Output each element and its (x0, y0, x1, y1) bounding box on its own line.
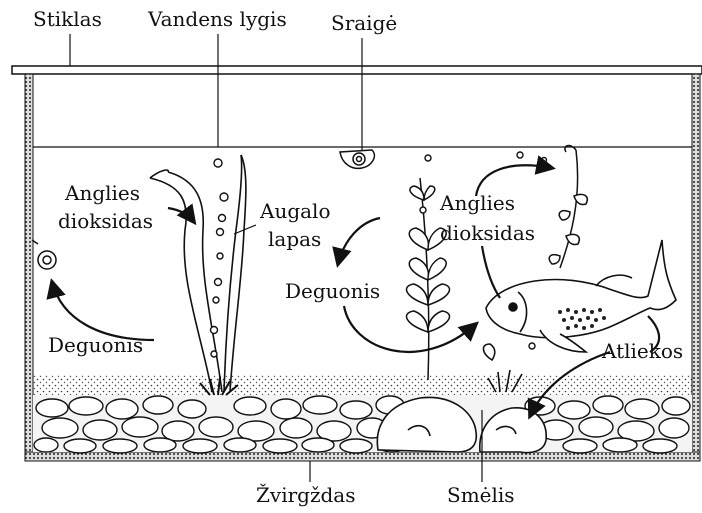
tall-grass-plant (150, 155, 246, 395)
water-level-label: Vandens lygis (147, 7, 287, 31)
gravel-label: Žvirgždas (256, 483, 355, 507)
bubbles-left (211, 159, 229, 357)
co2-right-label-line1: Anglies (439, 191, 515, 215)
co2-right-label-line2: dioksidas (440, 221, 535, 245)
snail-top (340, 150, 374, 168)
plant-leaf-label-line2: lapas (268, 227, 321, 251)
tank-bottom (25, 452, 700, 461)
sand-layer (33, 375, 692, 397)
fish (486, 240, 676, 352)
plant-leaf-label-line1: Augalo (259, 199, 331, 223)
co2-left-label-line1: Anglies (64, 181, 140, 205)
gravel-layer (33, 395, 692, 453)
glass-label: Stiklas (33, 7, 102, 31)
tank-right-wall (692, 74, 700, 461)
snail-left (32, 240, 56, 269)
co2-left-label-line2: dioksidas (58, 209, 153, 233)
oxygen-right-label: Deguonis (285, 279, 380, 303)
oxygen-left-label: Deguonis (48, 333, 143, 357)
glass-lid (12, 66, 702, 74)
right-branch-plant (549, 146, 587, 268)
snail-label: Sraigė (331, 11, 397, 35)
waste-label: Atliekos (601, 339, 683, 363)
sand-label: Smėlis (447, 483, 515, 507)
tank-left-wall (25, 74, 33, 461)
